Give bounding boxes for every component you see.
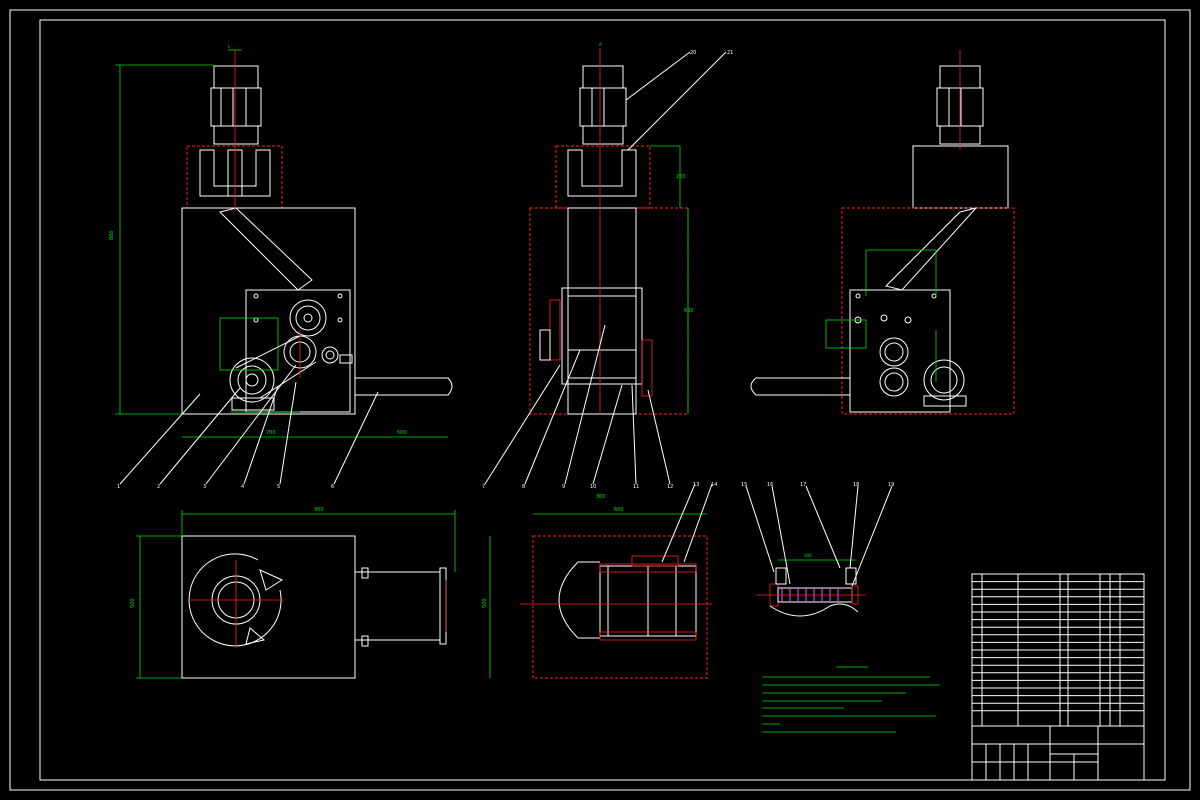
balloon-4: 4 xyxy=(241,484,244,490)
outer-border xyxy=(9,9,1191,791)
balloon-10: 10 xyxy=(590,484,596,490)
balloon-21: 21 xyxy=(727,50,733,56)
section-view: 600 500 300 xyxy=(482,483,713,679)
balloon-16: 16 xyxy=(767,482,773,488)
front-view: 880 700 500 L xyxy=(109,44,453,485)
svg-text:500: 500 xyxy=(482,598,488,608)
balloon-19: 19 xyxy=(888,482,894,488)
balloon-7: 7 xyxy=(482,484,485,490)
balloon-18: 18 xyxy=(853,482,859,488)
balloon-3: 3 xyxy=(203,484,206,490)
balloon-15: 15 xyxy=(741,482,747,488)
svg-text:L: L xyxy=(228,44,231,49)
top-view: 900 500 xyxy=(130,507,456,679)
svg-text:600: 600 xyxy=(684,308,694,314)
balloon-11: 11 xyxy=(633,484,639,490)
balloon-6: 6 xyxy=(331,484,334,490)
shaft-detail: 300 xyxy=(745,485,893,617)
inner-border xyxy=(39,19,1166,781)
svg-text:880: 880 xyxy=(109,230,115,240)
technical-notes-block xyxy=(762,666,940,733)
svg-text:700: 700 xyxy=(266,430,276,436)
title-block xyxy=(971,725,1145,781)
balloon-5: 5 xyxy=(277,484,280,490)
balloon-17: 17 xyxy=(800,482,806,488)
balloon-8: 8 xyxy=(522,484,525,490)
balloon-9: 9 xyxy=(562,484,565,490)
svg-text:200: 200 xyxy=(676,174,686,180)
rear-view xyxy=(750,50,1015,415)
parts-list-rows xyxy=(972,581,1144,712)
svg-text:500: 500 xyxy=(397,430,407,436)
svg-text:A: A xyxy=(599,42,602,47)
svg-text:300: 300 xyxy=(804,553,812,558)
balloon-1: 1 xyxy=(117,484,120,490)
svg-text:600: 600 xyxy=(614,507,624,513)
balloon-14: 14 xyxy=(711,482,717,488)
balloon-13: 13 xyxy=(693,482,699,488)
balloon-12: 12 xyxy=(667,484,673,490)
svg-text:300: 300 xyxy=(596,494,606,500)
svg-text:500: 500 xyxy=(130,598,136,608)
side-view: 200 600 A xyxy=(484,42,727,485)
svg-text:900: 900 xyxy=(314,507,324,513)
balloon-2: 2 xyxy=(157,484,160,490)
balloon-20: 20 xyxy=(690,50,696,56)
